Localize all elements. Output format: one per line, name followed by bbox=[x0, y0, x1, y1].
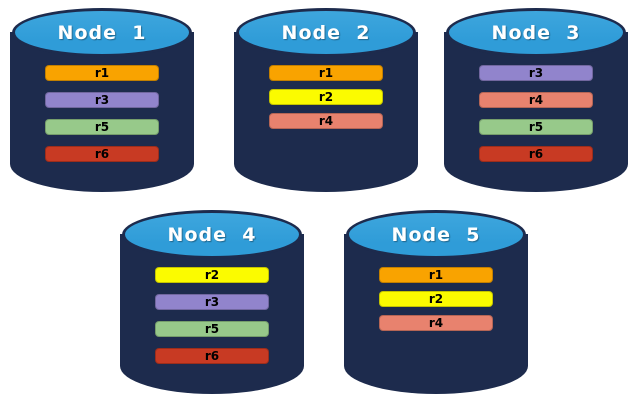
replica-label: r1 bbox=[428, 268, 444, 282]
node-3-cylinder: Node 3 r3 r4 r5 r6 bbox=[444, 8, 628, 192]
replica-label: r5 bbox=[94, 120, 110, 134]
replica-bar: r5 bbox=[479, 119, 593, 135]
replica-bar: r4 bbox=[379, 315, 493, 331]
node-5-cylinder: Node 5 r1 r2 r4 bbox=[344, 210, 528, 394]
node-title: Node 1 bbox=[57, 21, 147, 44]
cylinder-top-ellipse: Node 4 bbox=[122, 210, 302, 259]
replica-bar: r5 bbox=[155, 321, 269, 337]
replica-bar: r6 bbox=[155, 348, 269, 364]
replica-label: r4 bbox=[528, 93, 544, 107]
cylinder-top-ellipse: Node 3 bbox=[446, 8, 626, 57]
replica-label: r3 bbox=[528, 66, 544, 80]
replica-label: r6 bbox=[528, 147, 544, 161]
replica-label: r6 bbox=[204, 349, 220, 363]
cylinder-body bbox=[234, 32, 418, 192]
replica-bar: r6 bbox=[45, 146, 159, 162]
node-title: Node 5 bbox=[391, 223, 481, 246]
replica-label: r4 bbox=[428, 316, 444, 330]
replica-list: r1 r3 r5 r6 bbox=[10, 65, 194, 162]
cylinder-body bbox=[10, 32, 194, 192]
replica-bar: r1 bbox=[269, 65, 383, 81]
replica-label: r1 bbox=[318, 66, 334, 80]
replica-bar: r3 bbox=[45, 92, 159, 108]
replica-list: r1 r2 r4 bbox=[234, 65, 418, 129]
replica-label: r6 bbox=[94, 147, 110, 161]
replica-bar: r3 bbox=[479, 65, 593, 81]
cylinder-body bbox=[120, 234, 304, 394]
cylinder-top-ellipse: Node 1 bbox=[12, 8, 192, 57]
replica-bar: r2 bbox=[155, 267, 269, 283]
node-4-cylinder: Node 4 r2 r3 r5 r6 bbox=[120, 210, 304, 394]
replica-bar: r4 bbox=[269, 113, 383, 129]
replica-bar: r1 bbox=[379, 267, 493, 283]
cylinder-body bbox=[444, 32, 628, 192]
replica-bar: r2 bbox=[379, 291, 493, 307]
replica-list: r2 r3 r5 r6 bbox=[120, 267, 304, 364]
replica-bar: r3 bbox=[155, 294, 269, 310]
node-title: Node 3 bbox=[491, 21, 581, 44]
replica-bar: r4 bbox=[479, 92, 593, 108]
node-2-cylinder: Node 2 r1 r2 r4 bbox=[234, 8, 418, 192]
replica-label: r5 bbox=[528, 120, 544, 134]
cylinder-top-ellipse: Node 5 bbox=[346, 210, 526, 259]
replica-bar: r2 bbox=[269, 89, 383, 105]
node-title: Node 4 bbox=[167, 223, 257, 246]
replica-label: r2 bbox=[318, 90, 334, 104]
replica-list: r1 r2 r4 bbox=[344, 267, 528, 331]
replica-bar: r6 bbox=[479, 146, 593, 162]
replica-bar: r5 bbox=[45, 119, 159, 135]
replica-label: r3 bbox=[94, 93, 110, 107]
replica-label: r1 bbox=[94, 66, 110, 80]
replica-label: r5 bbox=[204, 322, 220, 336]
replica-label: r3 bbox=[204, 295, 220, 309]
replica-label: r2 bbox=[204, 268, 220, 282]
replica-label: r4 bbox=[318, 114, 334, 128]
replica-bar: r1 bbox=[45, 65, 159, 81]
node-title: Node 2 bbox=[281, 21, 371, 44]
cylinder-top-ellipse: Node 2 bbox=[236, 8, 416, 57]
replica-list: r3 r4 r5 r6 bbox=[444, 65, 628, 162]
replica-label: r2 bbox=[428, 292, 444, 306]
node-1-cylinder: Node 1 r1 r3 r5 r6 bbox=[10, 8, 194, 192]
cylinder-body bbox=[344, 234, 528, 394]
